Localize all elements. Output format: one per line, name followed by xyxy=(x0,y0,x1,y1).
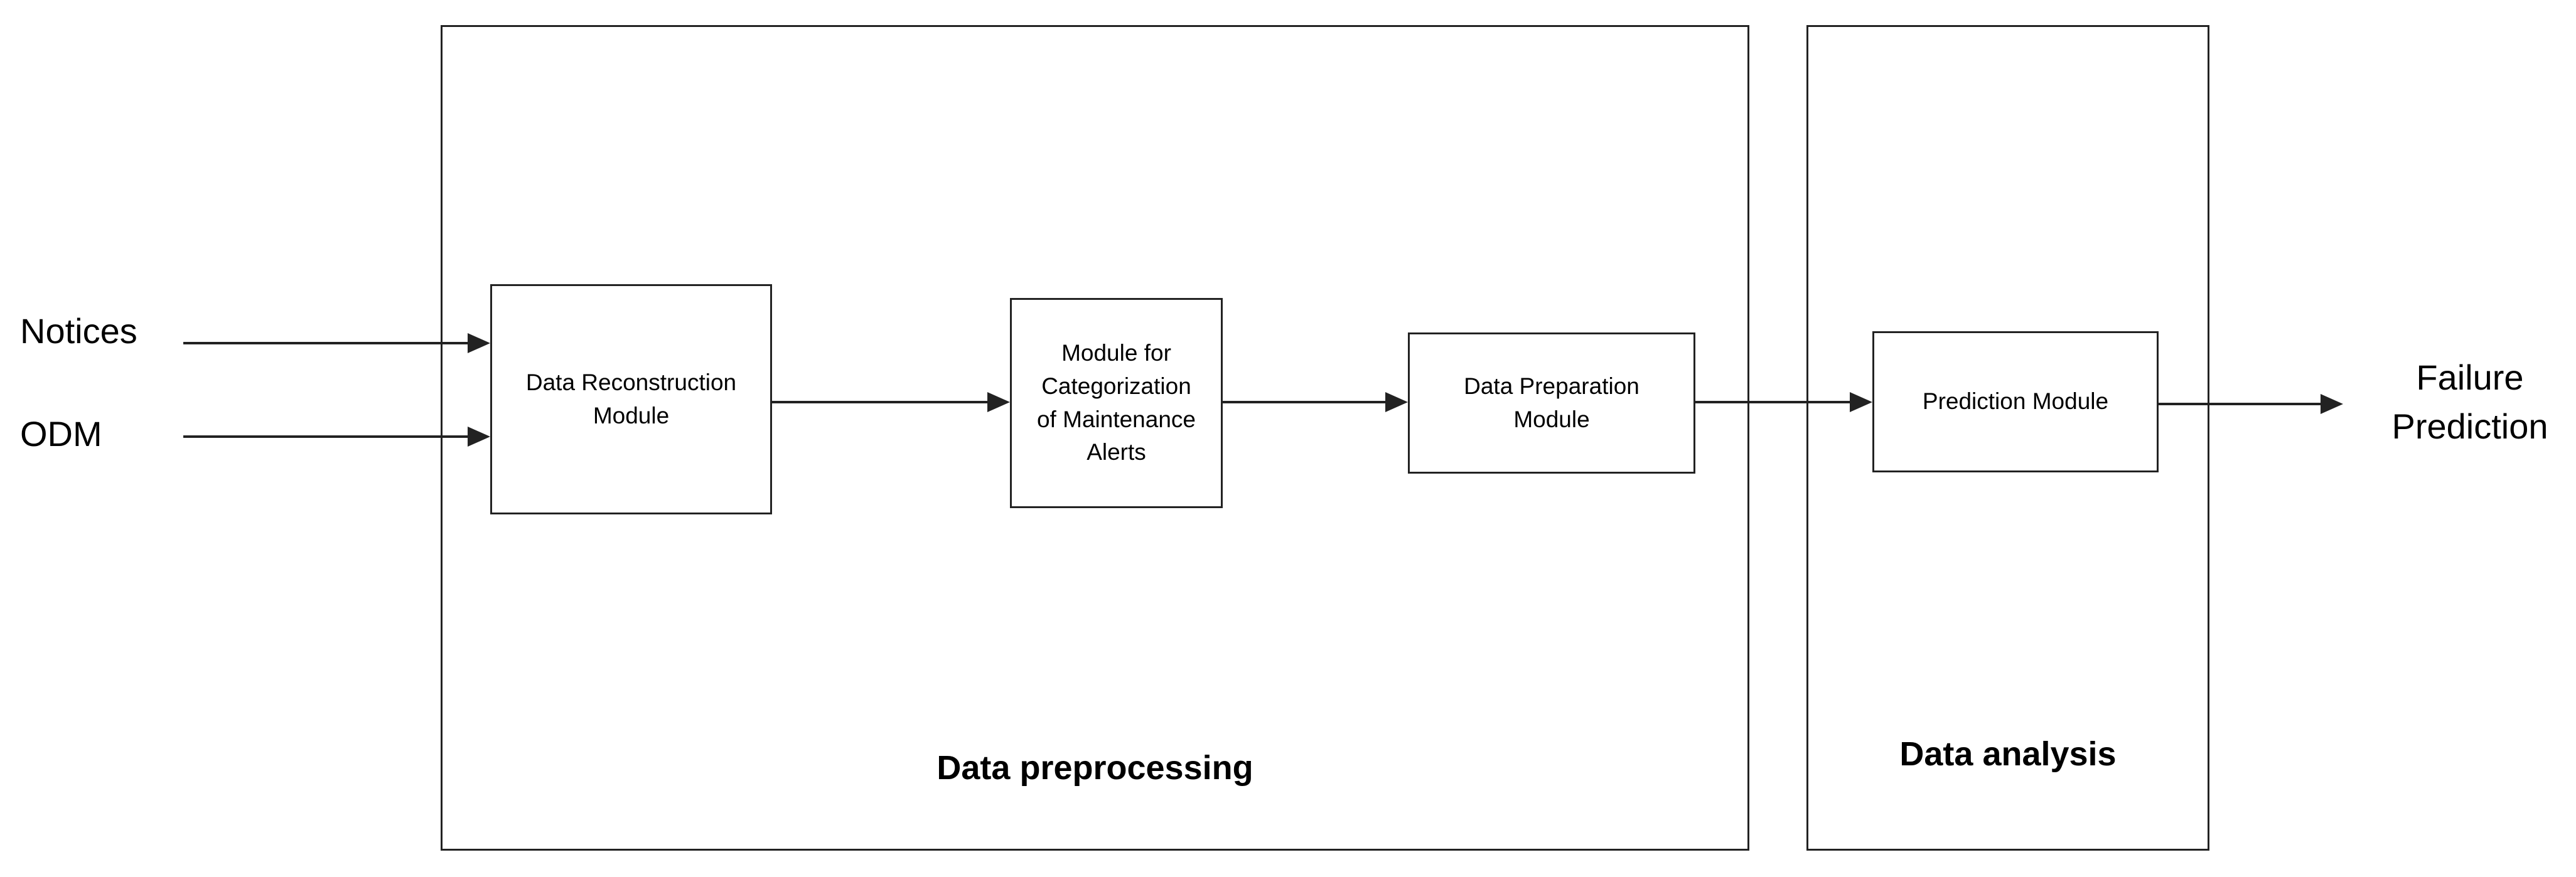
module-box-categorization-of-maintenance-alerts: Module for Categorization of Maintenance… xyxy=(1010,298,1223,508)
output-label-failure-prediction: Failure Prediction xyxy=(2391,358,2548,447)
arrow-notices-line xyxy=(183,342,469,344)
arrow-odm-head-icon xyxy=(468,427,490,447)
container-label-data-analysis: Data analysis xyxy=(1899,735,2117,773)
arrow-categorization-to-preparation-line xyxy=(1223,401,1387,403)
input-label-odm: ODM xyxy=(20,414,102,454)
arrow-preparation-to-prediction-head-icon xyxy=(1850,392,1872,412)
arrow-reconstruction-to-categorization-line xyxy=(772,401,989,403)
arrow-reconstruction-to-categorization-head-icon xyxy=(987,392,1010,412)
arrow-notices-head-icon xyxy=(468,333,490,353)
arrow-prediction-to-output-head-icon xyxy=(2321,394,2343,414)
module-box-data-preparation: Data Preparation Module xyxy=(1408,332,1695,474)
container-label-data-preprocessing: Data preprocessing xyxy=(936,749,1253,787)
arrow-preparation-to-prediction-line xyxy=(1695,401,1851,403)
arrow-odm-line xyxy=(183,435,469,438)
module-box-data-reconstruction: Data Reconstruction Module xyxy=(490,284,772,514)
arrow-prediction-to-output-line xyxy=(2159,403,2323,405)
module-box-prediction: Prediction Module xyxy=(1872,331,2159,472)
input-label-notices: Notices xyxy=(20,311,137,351)
arrow-categorization-to-preparation-head-icon xyxy=(1385,392,1408,412)
